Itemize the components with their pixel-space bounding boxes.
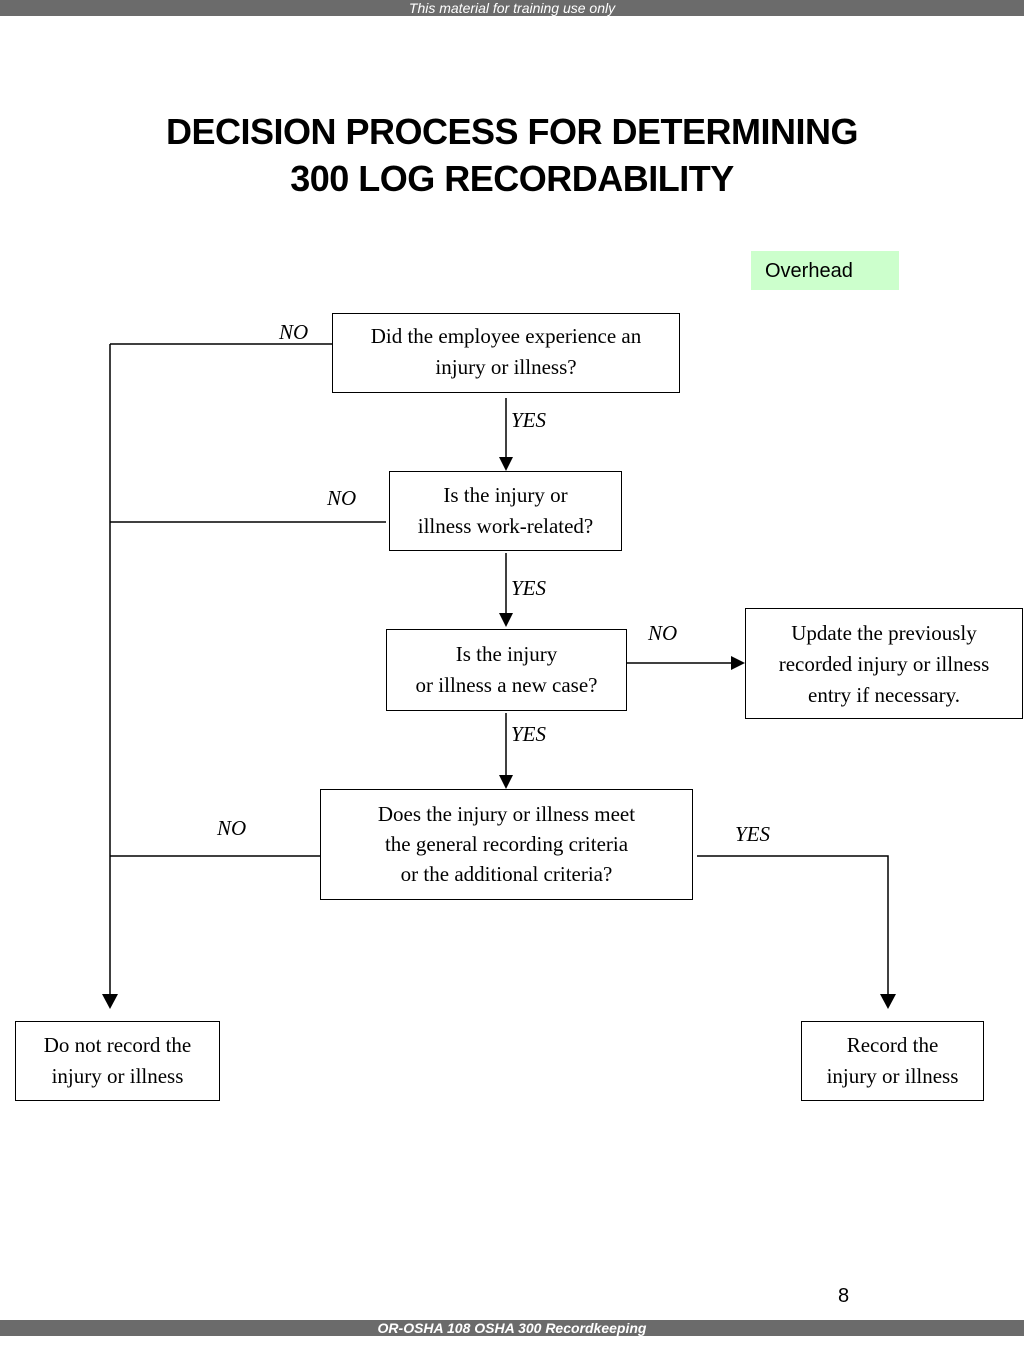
header-banner-text: This material for training use only: [408, 0, 616, 16]
q3-yes-label: YES: [511, 722, 547, 746]
node-text: Record the: [846, 1033, 939, 1057]
q3-no-label: NO: [648, 621, 678, 645]
q3-yes-arrowhead: [499, 775, 513, 789]
node-text: the general recording criteria: [384, 832, 629, 856]
footer-banner-text: OR-OSHA 108 OSHA 300 Recordkeeping: [377, 1320, 647, 1336]
page-title-line-2: 300 LOG RECORDABILITY: [290, 158, 734, 199]
q4-yes-connector: [697, 855, 889, 995]
q4-yes-label: YES: [735, 822, 771, 846]
node-text: or the additional criteria?: [400, 862, 613, 886]
node-record: Record the injury or illness: [801, 1021, 984, 1101]
node-text: Is the injury or: [443, 483, 568, 507]
overhead-tag: Overhead: [751, 251, 899, 290]
node-text: entry if necessary.: [808, 683, 960, 707]
node-do-not-record: Do not record the injury or illness: [15, 1021, 220, 1101]
node-text: or illness a new case?: [415, 673, 598, 697]
q2-yes-arrowhead: [499, 613, 513, 627]
no-trunk-arrowhead: [102, 994, 118, 1009]
header-banner: This material for training use only: [0, 0, 1024, 16]
node-text: illness work-related?: [417, 514, 594, 538]
q4-yes-arrowhead: [880, 994, 896, 1009]
page-title-line-1: DECISION PROCESS FOR DETERMINING: [165, 111, 859, 152]
node-employee-injury-question: Did the employee experience an injury or…: [332, 313, 680, 393]
node-text: Update the previously: [791, 621, 977, 645]
node-text: injury or illness: [51, 1064, 184, 1088]
node-update-previous-entry: Update the previously recorded injury or…: [745, 608, 1023, 719]
node-new-case-question: Is the injury or illness a new case?: [386, 629, 627, 711]
node-text: Does the injury or illness meet: [377, 802, 636, 826]
q1-yes-arrowhead: [499, 457, 513, 471]
node-work-related-question: Is the injury or illness work-related?: [389, 471, 622, 551]
page-number: 8: [838, 1285, 850, 1307]
node-text: injury or illness?: [435, 355, 577, 379]
node-text: Did the employee experience an: [370, 324, 642, 348]
node-recording-criteria-question: Does the injury or illness meet the gene…: [320, 789, 693, 900]
q1-yes-label: YES: [511, 408, 547, 432]
node-text: injury or illness: [826, 1064, 959, 1088]
q1-no-label: NO: [279, 320, 309, 344]
q2-no-label: NO: [327, 486, 357, 510]
q2-yes-label: YES: [511, 576, 547, 600]
footer-banner: OR-OSHA 108 OSHA 300 Recordkeeping: [0, 1320, 1024, 1336]
q4-no-label: NO: [217, 816, 247, 840]
node-text: Do not record the: [43, 1033, 192, 1057]
q3-no-arrowhead: [731, 656, 745, 670]
node-text: Is the injury: [455, 642, 558, 666]
node-text: recorded injury or illness: [778, 652, 990, 676]
